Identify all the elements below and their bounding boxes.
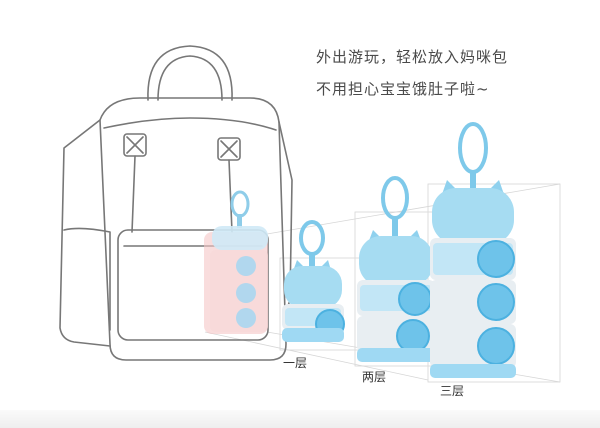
tier-label-one: 一层 <box>283 356 308 370</box>
container-three-tier <box>430 122 516 378</box>
side-pocket-left <box>63 227 111 331</box>
strap-left <box>131 155 136 233</box>
container-two-tier <box>357 176 435 362</box>
container-one-tier <box>282 220 345 342</box>
strap-right <box>228 159 233 233</box>
backpack-top-seam <box>103 117 277 131</box>
backpack-handle <box>147 45 233 101</box>
headline-line-2: 不用担心宝宝饿肚子啦~ <box>316 80 490 98</box>
backpack-handle-inner <box>157 55 223 101</box>
bottom-band <box>0 410 600 428</box>
headline-line-1: 外出游玩，轻松放入妈咪包 <box>316 48 509 66</box>
tier-label-three: 三层 <box>440 384 465 398</box>
backpack-left-side <box>59 119 111 347</box>
tier-label-two: 两层 <box>362 370 387 384</box>
bag-inner-container <box>204 190 268 334</box>
backpack-body <box>99 97 287 361</box>
